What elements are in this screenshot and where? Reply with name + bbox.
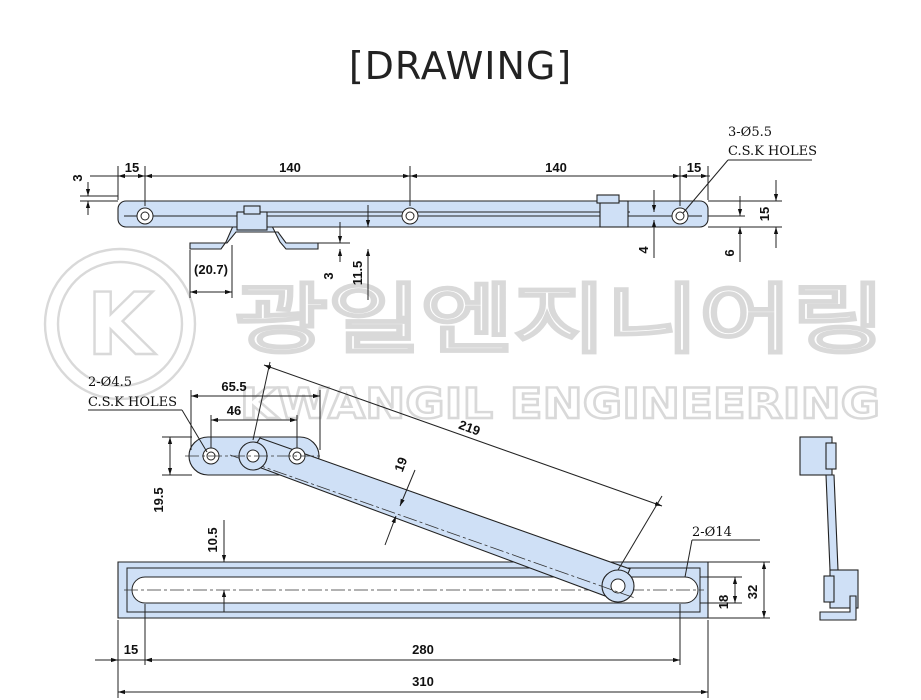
watermark-korean-text: 광일엔지니어링 xyxy=(235,275,885,364)
dim-top-11-5: 11.5 xyxy=(350,261,365,286)
dim-top-140-left: 140 xyxy=(279,160,301,175)
dim-top-15-left: 15 xyxy=(125,160,139,175)
dim-top-3: 3 xyxy=(70,174,85,181)
side-arm xyxy=(825,474,839,571)
dim-base-15: 15 xyxy=(124,642,138,657)
watermark-logo-circle xyxy=(43,247,197,401)
dim-base-310: 310 xyxy=(412,674,434,689)
dim-base-18: 18 xyxy=(716,595,731,609)
note-top-holes-type: C.S.K HOLES xyxy=(728,144,817,159)
note-slot: 2-Ø14 xyxy=(692,525,732,540)
dim-top-3-lower: 3 xyxy=(321,272,336,279)
dim-arm-65-5: 65.5 xyxy=(221,379,246,394)
side-view xyxy=(799,436,859,621)
dim-base-280: 280 xyxy=(412,642,434,657)
watermark-logo-letter: K xyxy=(87,275,157,375)
dim-top-15-height: 15 xyxy=(757,207,772,221)
dim-arm-46: 46 xyxy=(227,403,241,418)
page-title: [DRAWING] xyxy=(348,44,573,88)
dim-base-32: 32 xyxy=(745,585,760,599)
note-arm-holes-count: 2-Ø4.5 xyxy=(88,375,132,390)
dim-arm-19: 19 xyxy=(391,455,410,474)
plan-view: 2-Ø4.5 C.S.K HOLES 65.5 46 219 19 19.5 1… xyxy=(88,361,770,698)
dim-top-140-right: 140 xyxy=(545,160,567,175)
dim-top-4: 4 xyxy=(636,246,651,254)
dim-top-15-right: 15 xyxy=(687,160,701,175)
right-pivot-block xyxy=(599,200,629,228)
note-top-holes-count: 3-Ø5.5 xyxy=(728,125,772,140)
top-view: 15 140 140 15 3 15 6 4 3-Ø5.5 C.S.K HOLE… xyxy=(70,125,817,300)
arm-end-pin xyxy=(610,578,626,594)
base-slot xyxy=(131,576,699,604)
dim-arm-219: 219 xyxy=(457,417,483,439)
top-bracket xyxy=(189,225,319,250)
dim-top-6: 6 xyxy=(722,249,737,256)
dim-top-20-7: (20.7) xyxy=(194,262,228,277)
side-base xyxy=(819,595,857,621)
left-pivot-block xyxy=(236,211,268,231)
dim-arm-19-5: 19.5 xyxy=(151,487,166,512)
note-arm-holes-type: C.S.K HOLES xyxy=(88,395,177,410)
watermark-english-text: KWANGIL ENGINEERING xyxy=(240,379,880,428)
dim-base-10-5: 10.5 xyxy=(205,527,220,552)
